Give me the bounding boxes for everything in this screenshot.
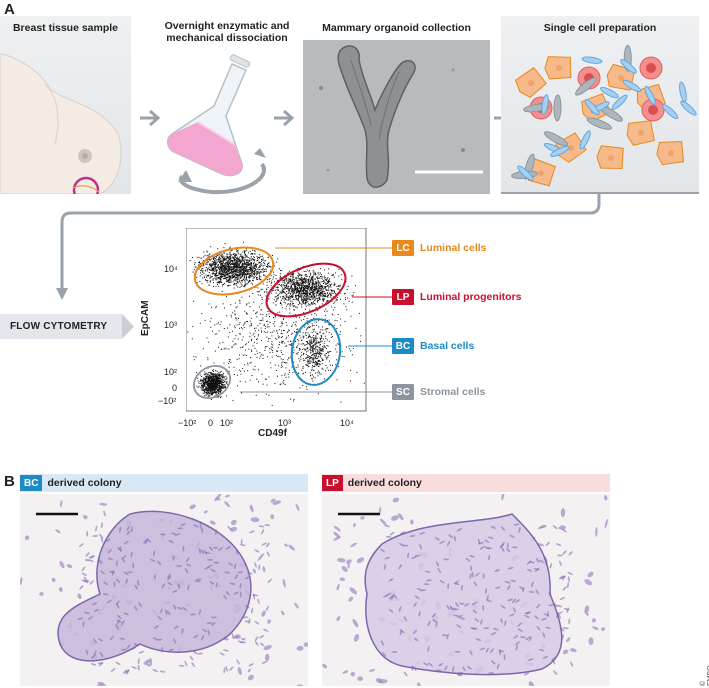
step-title: Overnight enzymatic and mechanical disso… — [164, 20, 290, 44]
y-tick: 10³ — [164, 320, 178, 330]
arrow-icon — [140, 109, 161, 127]
gate-bc: BC Basal cells — [392, 338, 474, 354]
scatter-area — [186, 228, 367, 412]
step-title: Breast tissue sample — [12, 22, 119, 34]
gate-label: Luminal cells — [420, 242, 487, 254]
y-axis-label: EpCAM — [140, 300, 151, 336]
gate-label: Luminal progenitors — [420, 291, 522, 303]
gate-badge: SC — [392, 384, 414, 400]
y-tick: 10² — [164, 367, 178, 377]
x-tick: 10² — [220, 418, 234, 428]
colony-label: derived colony — [347, 477, 422, 489]
colony-badge: LP — [322, 475, 343, 491]
y-tick: 0 — [172, 383, 178, 393]
organoid-micrograph — [303, 40, 490, 194]
gate-badge: LP — [392, 289, 414, 305]
flow-tag-arrow — [122, 314, 134, 339]
colony-header-lp: LP derived colony — [322, 474, 610, 492]
gate-label: Basal cells — [420, 340, 475, 352]
flow-cytometry-label: FLOW CYTOMETRY — [0, 314, 122, 339]
colony-header-bc: BC derived colony — [20, 474, 308, 492]
breast-illustration — [0, 53, 122, 194]
step-dissociation: Overnight enzymatic and mechanical disso… — [162, 16, 292, 195]
connector-arrow — [56, 192, 601, 300]
step-title: Mammary organoid collection — [322, 22, 471, 34]
flask-icon — [167, 54, 266, 195]
step-title: Single cell preparation — [543, 22, 657, 34]
colony-label: derived colony — [47, 477, 122, 489]
y-tick: 10⁴ — [164, 264, 178, 274]
flow-plot: EpCAM 10⁴ 10³ 10² 0 −10² −10² 0 10² 10³ … — [140, 228, 378, 439]
single-cell-illustration — [511, 44, 697, 187]
panel-b-letter: B — [4, 473, 15, 490]
y-tick: −10² — [158, 396, 177, 406]
gate-sc: SC Stromal cells — [392, 384, 485, 400]
bc-colony-micrograph — [20, 494, 308, 686]
arrow-icon — [274, 109, 295, 127]
step-organoid: Mammary organoid collection — [303, 16, 490, 194]
x-axis-label: CD49f — [258, 428, 287, 439]
x-tick: 10³ — [278, 418, 292, 428]
gate-label: Stromal cells — [420, 386, 486, 398]
gate-lp: LP Luminal progenitors — [392, 289, 522, 305]
x-tick: 10⁴ — [340, 418, 354, 428]
lp-colony-micrograph — [322, 494, 610, 686]
gate-badge: LC — [392, 240, 414, 256]
colony-badge: BC — [20, 475, 43, 491]
gate-leader-lines — [240, 247, 392, 393]
x-tick: −10² — [178, 418, 197, 428]
step-breast-tissue: Breast tissue sample — [0, 16, 131, 194]
panel-a-letter: A — [4, 1, 15, 18]
gate-badge: BC — [392, 338, 414, 354]
gate-lc: LC Luminal cells — [392, 240, 487, 256]
copyright-credit: © EMBO — [700, 665, 709, 686]
step-single-cell: Single cell preparation — [501, 16, 699, 194]
x-tick: 0 — [208, 418, 214, 428]
